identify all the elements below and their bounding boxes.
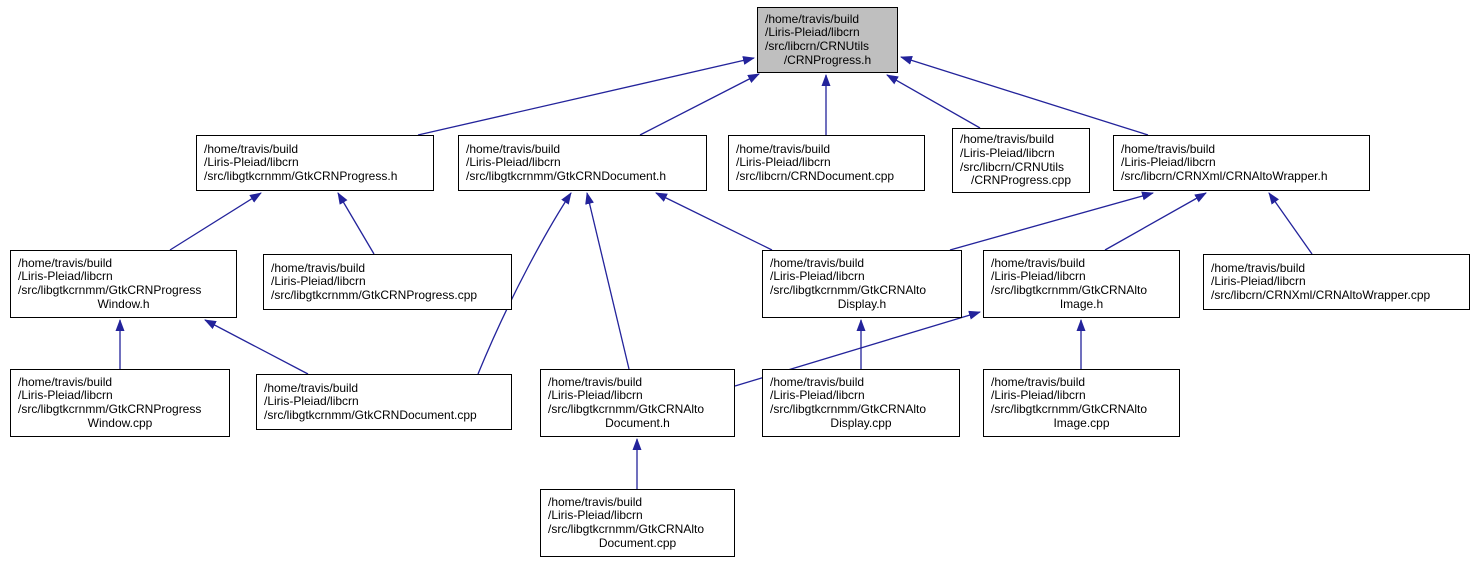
node-label-line: /home/travis/build: [271, 260, 366, 275]
edge-gtkcrnaltodisplay-h-to-gtkcrndocument-h: [655, 192, 773, 251]
graph-node-gtkcrndocument-cpp[interactable]: /home/travis/build/Liris-Pleiad/libcrn/s…: [256, 374, 512, 430]
graph-node-gtkcrnprogress-h[interactable]: /home/travis/build/Liris-Pleiad/libcrn/s…: [196, 135, 434, 191]
node-label-line: /src/libcrn/CRNXml/CRNAltoWrapper.h: [1121, 168, 1328, 183]
node-label-line: /Liris-Pleiad/libcrn: [991, 388, 1086, 403]
node-label-line: /Liris-Pleiad/libcrn: [1121, 155, 1216, 170]
node-label-line: /Liris-Pleiad/libcrn: [770, 388, 865, 403]
node-label-line: /src/libgtkcrnmm/GtkCRNProgress: [18, 402, 202, 416]
edge-gtkcrndocument-h-to-crnprogress-h: [639, 73, 760, 136]
node-label-line: Document.h: [605, 415, 670, 430]
edge-crnprogress-cpp-to-crnprogress-h: [886, 74, 981, 129]
node-label-line: /src/libgtkcrnmm/GtkCRNDocument.h: [466, 168, 667, 183]
node-label-line: /home/travis/build: [736, 141, 831, 156]
node-label-line: /src/libgtkcrnmm/GtkCRNProgress.h: [204, 168, 398, 183]
graph-node-gtkcrnaltoimage-cpp[interactable]: /home/travis/build/Liris-Pleiad/libcrn/s…: [983, 369, 1180, 437]
node-label-line: /src/libgtkcrnmm/GtkCRNAlto: [991, 283, 1148, 297]
graph-node-gtkcrnaltodisplay-h[interactable]: /home/travis/build/Liris-Pleiad/libcrn/s…: [762, 250, 962, 318]
node-label-line: Image.cpp: [1053, 415, 1110, 430]
node-label-line: /home/travis/build: [18, 255, 113, 270]
node-label-line: /Liris-Pleiad/libcrn: [736, 155, 831, 170]
node-label-line: /src/libgtkcrnmm/GtkCRNAlto: [548, 522, 705, 536]
node-label-line: Display.h: [837, 296, 887, 311]
edge-gtkcrndocument-cpp-to-gtkcrnprogresswindow-h: [204, 319, 309, 375]
node-label-line: /src/libgtkcrnmm/GtkCRNAlto: [991, 402, 1148, 416]
node-label-line: /src/libcrn/CRNDocument.cpp: [736, 168, 895, 183]
node-label-line: /home/travis/build: [204, 141, 299, 156]
node-label-line: /home/travis/build: [1211, 260, 1306, 275]
node-label-line: /home/travis/build: [770, 255, 865, 270]
node-label-line: /Liris-Pleiad/libcrn: [18, 269, 113, 284]
node-label-line: /home/travis/build: [991, 255, 1086, 270]
node-label-line: /Liris-Pleiad/libcrn: [770, 269, 865, 284]
graph-node-crndocument-cpp[interactable]: /home/travis/build/Liris-Pleiad/libcrn/s…: [728, 135, 925, 191]
node-label-line: /CRNProgress.h: [783, 52, 872, 67]
node-label-line: /src/libcrn/CRNXml/CRNAltoWrapper.cpp: [1211, 287, 1431, 302]
node-label-line: /home/travis/build: [1121, 141, 1216, 156]
graph-node-gtkcrnprogresswindow-h[interactable]: /home/travis/build/Liris-Pleiad/libcrn/s…: [10, 250, 237, 318]
node-label-line: /home/travis/build: [770, 374, 865, 389]
edge-gtkcrndocument-cpp-to-gtkcrndocument-h: [477, 192, 572, 375]
node-label-line: /Liris-Pleiad/libcrn: [18, 388, 113, 403]
edges-group: [115, 56, 1313, 489]
graph-node-gtkcrnprogress-cpp[interactable]: /home/travis/build/Liris-Pleiad/libcrn/s…: [263, 254, 512, 310]
node-label-line: Window.cpp: [87, 415, 153, 430]
node-label-line: /home/travis/build: [18, 374, 113, 389]
node-label-line: /Liris-Pleiad/libcrn: [765, 25, 860, 40]
graph-node-gtkcrnaltoimage-h[interactable]: /home/travis/build/Liris-Pleiad/libcrn/s…: [983, 250, 1180, 318]
node-label-line: /Liris-Pleiad/libcrn: [466, 155, 561, 170]
node-label-line: /src/libcrn/CRNUtils: [765, 39, 870, 53]
node-label-line: Document.cpp: [598, 535, 677, 550]
node-label-line: /Liris-Pleiad/libcrn: [264, 394, 359, 409]
node-label-line: /Liris-Pleiad/libcrn: [204, 155, 299, 170]
graph-node-gtkcrnaltodocument-cpp[interactable]: /home/travis/build/Liris-Pleiad/libcrn/s…: [540, 489, 735, 557]
node-label-line: /home/travis/build: [466, 141, 561, 156]
node-label-line: /home/travis/build: [960, 132, 1055, 147]
graph-node-gtkcrnprogresswindow-cpp[interactable]: /home/travis/build/Liris-Pleiad/libcrn/s…: [10, 369, 230, 437]
node-label-line: /home/travis/build: [991, 374, 1086, 389]
node-label-line: /src/libgtkcrnmm/GtkCRNAlto: [770, 283, 927, 297]
graph-node-gtkcrnaltodocument-h[interactable]: /home/travis/build/Liris-Pleiad/libcrn/s…: [540, 369, 735, 437]
node-label-line: Image.h: [1059, 296, 1104, 311]
node-label-line: /home/travis/build: [264, 380, 359, 395]
node-label-line: /src/libgtkcrnmm/GtkCRNProgress: [18, 283, 202, 297]
node-label-line: /src/libgtkcrnmm/GtkCRNAlto: [770, 402, 927, 416]
graph-node-crnaltowrapper-h[interactable]: /home/travis/build/Liris-Pleiad/libcrn/s…: [1113, 135, 1370, 191]
node-label-line: Display.cpp: [830, 415, 892, 430]
node-label-line: /src/libcrn/CRNUtils: [960, 159, 1065, 174]
node-label-line: /src/libgtkcrnmm/GtkCRNDocument.cpp: [264, 407, 477, 422]
edge-gtkcrnprogress-cpp-to-gtkcrnprogress-h: [337, 192, 375, 255]
graph-node-gtkcrndocument-h[interactable]: /home/travis/build/Liris-Pleiad/libcrn/s…: [458, 135, 707, 191]
graph-node-crnprogress-h: /home/travis/build/Liris-Pleiad/libcrn/s…: [757, 7, 898, 73]
graph-node-crnaltowrapper-cpp[interactable]: /home/travis/build/Liris-Pleiad/libcrn/s…: [1203, 254, 1470, 310]
node-label-line: /CRNProgress.cpp: [970, 173, 1072, 188]
node-label-line: /Liris-Pleiad/libcrn: [548, 388, 643, 403]
edge-crnaltowrapper-h-to-crnprogress-h: [900, 56, 1149, 136]
edge-gtkcrnprogresswindow-h-to-gtkcrnprogress-h: [169, 192, 262, 251]
node-label-line: /home/travis/build: [765, 11, 860, 26]
node-label-line: /Liris-Pleiad/libcrn: [271, 274, 366, 289]
edge-gtkcrnaltodisplay-h-to-crnaltowrapper-h: [949, 191, 1154, 251]
node-label-line: /Liris-Pleiad/libcrn: [991, 269, 1086, 284]
node-label-line: /home/travis/build: [548, 374, 643, 389]
node-label-line: /Liris-Pleiad/libcrn: [1211, 274, 1306, 289]
edge-gtkcrnaltoimage-h-to-crnaltowrapper-h: [1104, 192, 1207, 251]
node-label-line: /Liris-Pleiad/libcrn: [960, 145, 1055, 160]
graph-node-gtkcrnaltodisplay-cpp[interactable]: /home/travis/build/Liris-Pleiad/libcrn/s…: [762, 369, 960, 437]
node-label-line: /home/travis/build: [548, 494, 643, 509]
edge-crnaltowrapper-cpp-to-crnaltowrapper-h: [1268, 192, 1313, 255]
node-label-line: /src/libgtkcrnmm/GtkCRNProgress.cpp: [271, 287, 478, 302]
graph-node-crnprogress-cpp[interactable]: /home/travis/build/Liris-Pleiad/libcrn/s…: [952, 128, 1090, 193]
edge-gtkcrnprogress-h-to-crnprogress-h: [417, 56, 755, 136]
edge-gtkcrnaltodocument-h-to-gtkcrndocument-h: [585, 192, 630, 370]
node-label-line: /Liris-Pleiad/libcrn: [548, 508, 643, 523]
node-label-line: Window.h: [97, 296, 150, 311]
node-label-line: /src/libgtkcrnmm/GtkCRNAlto: [548, 402, 705, 416]
